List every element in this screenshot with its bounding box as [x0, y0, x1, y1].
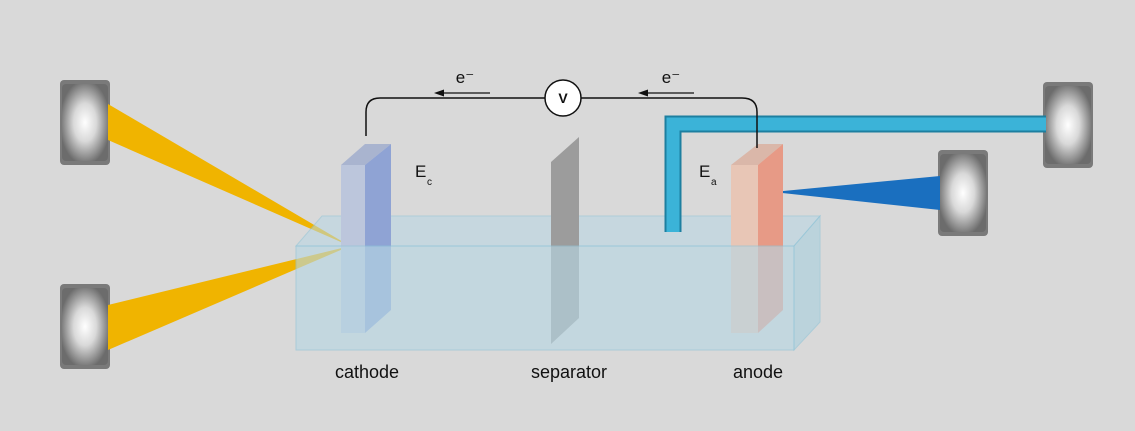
source-top-left: [60, 80, 110, 165]
electron-arrow-right: [638, 89, 694, 97]
anode-label: anode: [733, 362, 783, 382]
electron-arrow-left: [434, 89, 490, 97]
source-bottom-left: [60, 284, 110, 369]
voltmeter: V: [544, 79, 582, 117]
cathode-label: cathode: [335, 362, 399, 382]
blue-beam: [773, 176, 940, 210]
separator-label: separator: [531, 362, 607, 382]
yellow-beam-lower: [108, 246, 350, 350]
circuit-wire: [365, 97, 758, 148]
cathode-potential-symbol: E: [415, 162, 426, 181]
source-right-middle: [938, 150, 988, 236]
source-right-upper: [1043, 82, 1093, 168]
electron-label-left: e⁻: [456, 68, 474, 87]
anode-potential-label: E a: [699, 162, 717, 188]
inlet-tube: [664, 115, 1046, 232]
yellow-beam-upper: [108, 104, 350, 246]
anode-potential-subscript: a: [711, 177, 717, 188]
voltmeter-label: V: [558, 90, 568, 106]
electrolyte-tank-front: [295, 245, 795, 351]
cathode-potential-label: E c: [415, 162, 432, 188]
cathode-potential-subscript: c: [427, 177, 432, 188]
electron-label-right: e⁻: [662, 68, 680, 87]
anode-potential-symbol: E: [699, 162, 710, 181]
